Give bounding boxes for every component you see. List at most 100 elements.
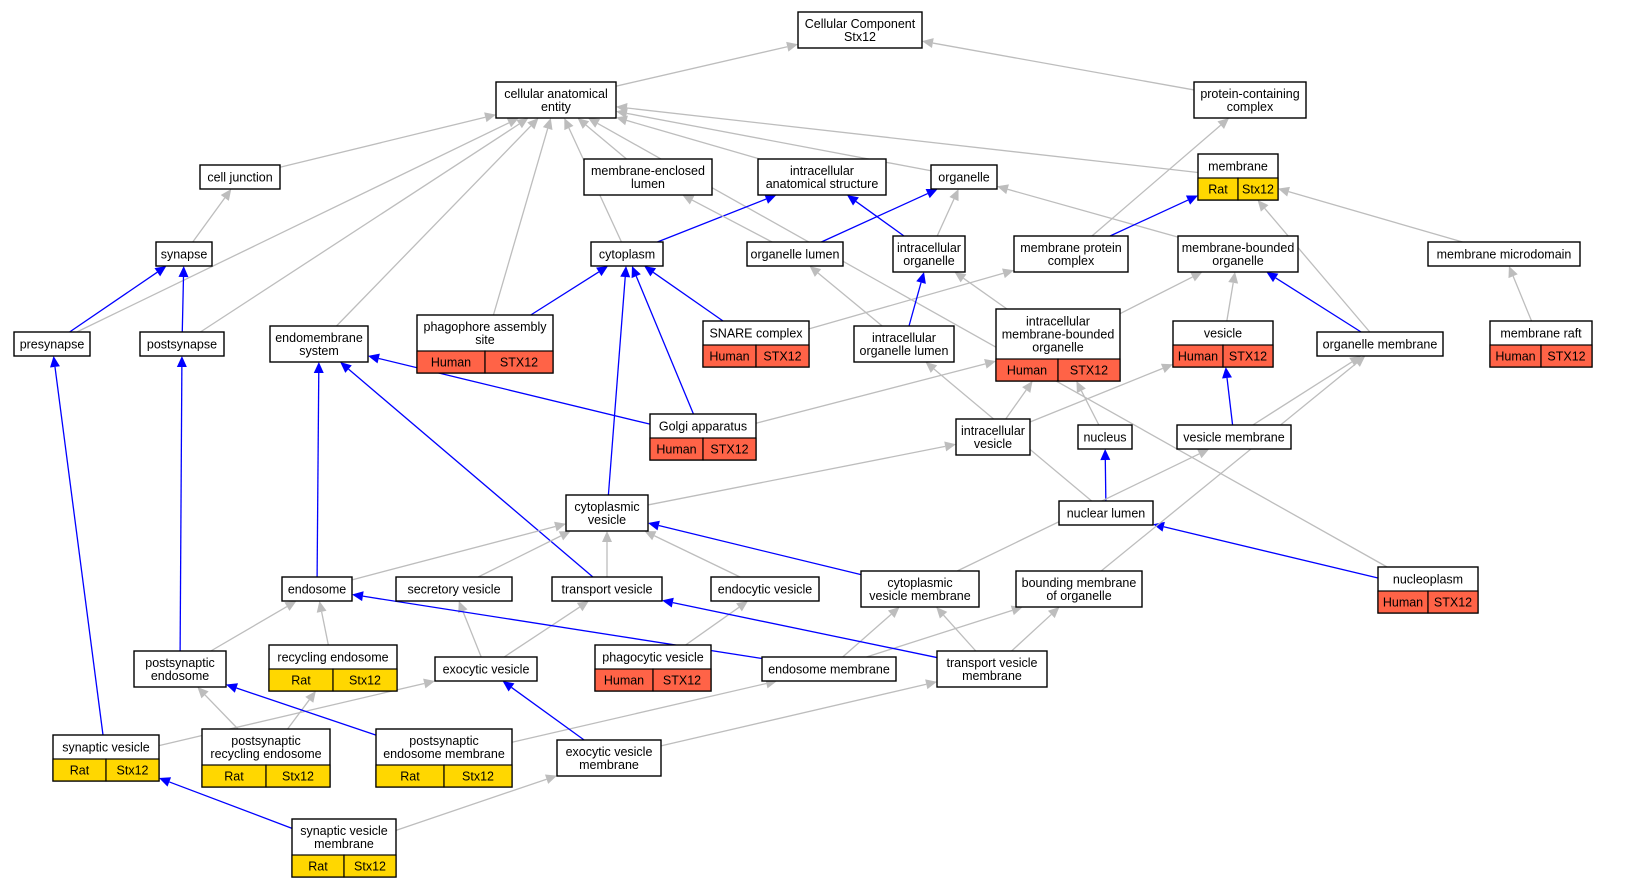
edge-line: [1163, 526, 1379, 579]
node-box: [434, 656, 538, 682]
edge-pas-to-cae: [492, 118, 553, 316]
arrowhead: [542, 118, 553, 130]
node-pre[interactable]: presynapse: [13, 331, 91, 357]
node-box: [1013, 235, 1129, 273]
node-ev[interactable]: endocytic vesicle: [710, 576, 820, 602]
arrowhead: [944, 441, 956, 452]
node-nuc[interactable]: nucleus: [1077, 424, 1133, 450]
species-tag-cell: [332, 668, 398, 692]
node-label-line: nucleoplasm: [1393, 573, 1463, 587]
node-endo[interactable]: endosome: [281, 576, 353, 602]
node-em[interactable]: endosome membrane: [761, 656, 897, 682]
edge-line: [652, 271, 724, 322]
node-box: [590, 241, 664, 267]
edge-endo-to-ems: [313, 362, 324, 578]
species-tag-label: Rat: [224, 770, 244, 784]
edge-np-to-cae: [588, 118, 1388, 568]
edge-line: [866, 609, 1013, 658]
node-om[interactable]: organelle membrane: [1316, 331, 1444, 357]
node-tv[interactable]: transport vesicle: [551, 576, 663, 602]
edge-line: [530, 271, 600, 316]
arrowhead: [954, 272, 967, 283]
edge-line: [657, 198, 767, 243]
node-exv[interactable]: exocytic vesicle: [434, 656, 538, 682]
node-imbo[interactable]: intracellularmembrane-boundedorganelleHu…: [995, 308, 1121, 382]
edge-line: [287, 699, 310, 730]
edge-em-to-cvm: [842, 607, 900, 658]
edge-snare-to-mpc: [808, 268, 1014, 330]
node-mmd[interactable]: membrane microdomain: [1427, 241, 1581, 267]
node-box: [1177, 235, 1299, 273]
arrowhead: [644, 531, 657, 541]
gene-tag-label: Stx12: [354, 860, 386, 874]
node-ol[interactable]: organelle lumen: [746, 241, 844, 267]
arrowhead: [506, 118, 519, 128]
edge-line: [654, 535, 741, 578]
species-tag-label: Human: [709, 350, 749, 364]
edge-line: [1226, 377, 1234, 426]
node-post[interactable]: postsynapse: [139, 331, 225, 357]
node-sv[interactable]: secretory vesicle: [395, 576, 513, 602]
arrowhead: [159, 777, 172, 787]
node-label-line: membrane: [962, 669, 1022, 683]
node-box: [1176, 424, 1292, 450]
node-org[interactable]: organelle: [930, 164, 998, 190]
arrowhead: [50, 356, 60, 368]
node-nl[interactable]: nuclear lumen: [1058, 500, 1154, 526]
node-box: [1058, 500, 1154, 526]
gene-tag-label: STX12: [763, 350, 801, 364]
arrowhead: [596, 266, 609, 277]
arrowhead: [544, 774, 557, 784]
edge-line: [1100, 362, 1358, 572]
edge-line: [351, 525, 556, 581]
node-cyto[interactable]: cytoplasm: [590, 241, 664, 267]
node-syn[interactable]: synapse: [155, 241, 213, 267]
arrowhead: [554, 521, 566, 532]
node-label-line: endocytic vesicle: [718, 583, 813, 597]
arrowhead: [887, 607, 900, 619]
node-label-line: intracellular: [961, 424, 1025, 438]
arrowhead: [997, 184, 1009, 195]
node-label-line: exocytic vesicle: [566, 745, 653, 759]
arrowhead: [1197, 449, 1210, 459]
node-cj[interactable]: cell junction: [199, 164, 281, 190]
node-box: [281, 576, 353, 602]
edge-line: [69, 271, 158, 333]
edge-line: [607, 276, 626, 496]
arrowhead: [764, 194, 777, 204]
node-label-line: synapse: [161, 248, 208, 262]
edge-em-to-bmo: [866, 605, 1023, 658]
edge-ol-to-mel: [682, 195, 773, 243]
node-vm[interactable]: vesicle membrane: [1176, 424, 1292, 450]
